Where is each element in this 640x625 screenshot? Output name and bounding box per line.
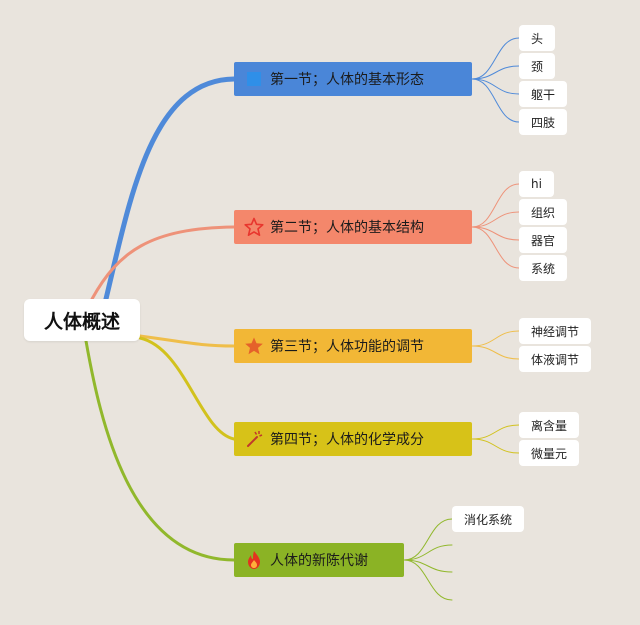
leaf-label: 微量元	[531, 446, 568, 461]
topic-section-3[interactable]: 第三节；人体功能的调节	[234, 329, 472, 363]
leaf-node[interactable]: 头	[519, 25, 556, 51]
leaf-connector	[471, 345, 520, 360]
topic-label: 第二节；人体的基本结构	[270, 220, 424, 236]
leaf-label: 器官	[531, 233, 556, 248]
leaf-label: 消化系统	[464, 512, 513, 527]
leaf-label: 组织	[531, 205, 556, 220]
leaf-label: hi	[531, 177, 542, 191]
leaf-connector	[471, 37, 520, 80]
flame-icon	[244, 550, 264, 570]
branch-connector	[84, 339, 236, 562]
leaf-connector	[471, 78, 520, 95]
branch-connector	[138, 334, 236, 348]
leaf-connector	[403, 559, 453, 601]
leaf-node[interactable]: 体液调节	[519, 346, 592, 372]
root-node[interactable]: 人体概述	[24, 299, 140, 341]
leaf-connector	[471, 438, 520, 454]
leaf-node[interactable]: 神经调节	[519, 318, 592, 344]
leaf-node[interactable]: 四肢	[519, 109, 568, 135]
magic-wand-icon	[244, 429, 264, 449]
leaf-node[interactable]: 系统	[519, 255, 568, 281]
branch-connector	[90, 225, 236, 301]
star-filled-icon	[244, 336, 264, 356]
leaf-connector	[471, 78, 520, 123]
leaf-node[interactable]: 消化系统	[452, 506, 525, 532]
root-label: 人体概述	[43, 310, 120, 333]
branch-connector	[102, 76, 237, 306]
leaf-label: 躯干	[531, 87, 556, 102]
topic-label: 第一节；人体的基本形态	[270, 72, 424, 88]
topic-section-4[interactable]: 第四节；人体的化学成分	[234, 422, 472, 456]
leaf-label: 四肢	[531, 115, 556, 130]
leaf-label: 头	[531, 31, 544, 46]
topic-label: 第三节；人体功能的调节	[270, 339, 424, 355]
blue-square-icon	[244, 69, 264, 89]
leaf-connector	[471, 65, 520, 80]
leaf-connector	[471, 424, 520, 440]
leaf-node[interactable]: 躯干	[519, 81, 568, 107]
leaf-label: 神经调节	[531, 324, 580, 339]
leaf-label: 体液调节	[531, 352, 580, 367]
leaf-node[interactable]: 器官	[519, 227, 568, 253]
topic-section-1[interactable]: 第一节；人体的基本形态	[234, 62, 472, 96]
topic-label: 第四节；人体的化学成分	[270, 432, 424, 448]
leaf-node[interactable]: 颈	[519, 53, 556, 79]
leaf-connector	[471, 211, 520, 228]
leaf-node[interactable]: 微量元	[519, 440, 580, 466]
star-outline-icon	[244, 217, 264, 237]
leaf-label: 离含量	[531, 418, 568, 433]
leaf-connector	[471, 330, 520, 347]
topic-label: 人体的新陈代谢	[270, 553, 368, 569]
topic-section-2[interactable]: 第二节；人体的基本结构	[234, 210, 472, 244]
leaf-node[interactable]: 组织	[519, 199, 568, 225]
leaf-node[interactable]: hi	[519, 171, 554, 197]
topic-section-5[interactable]: 人体的新陈代谢	[234, 543, 404, 577]
leaf-connector	[403, 544, 453, 561]
leaf-node[interactable]: 离含量	[519, 412, 580, 438]
leaf-label: 颈	[531, 59, 544, 74]
leaf-connector	[471, 183, 520, 228]
leaf-connector	[471, 226, 520, 269]
branch-connector	[138, 336, 236, 441]
leaf-connector	[403, 518, 453, 561]
leaf-label: 系统	[531, 261, 556, 276]
